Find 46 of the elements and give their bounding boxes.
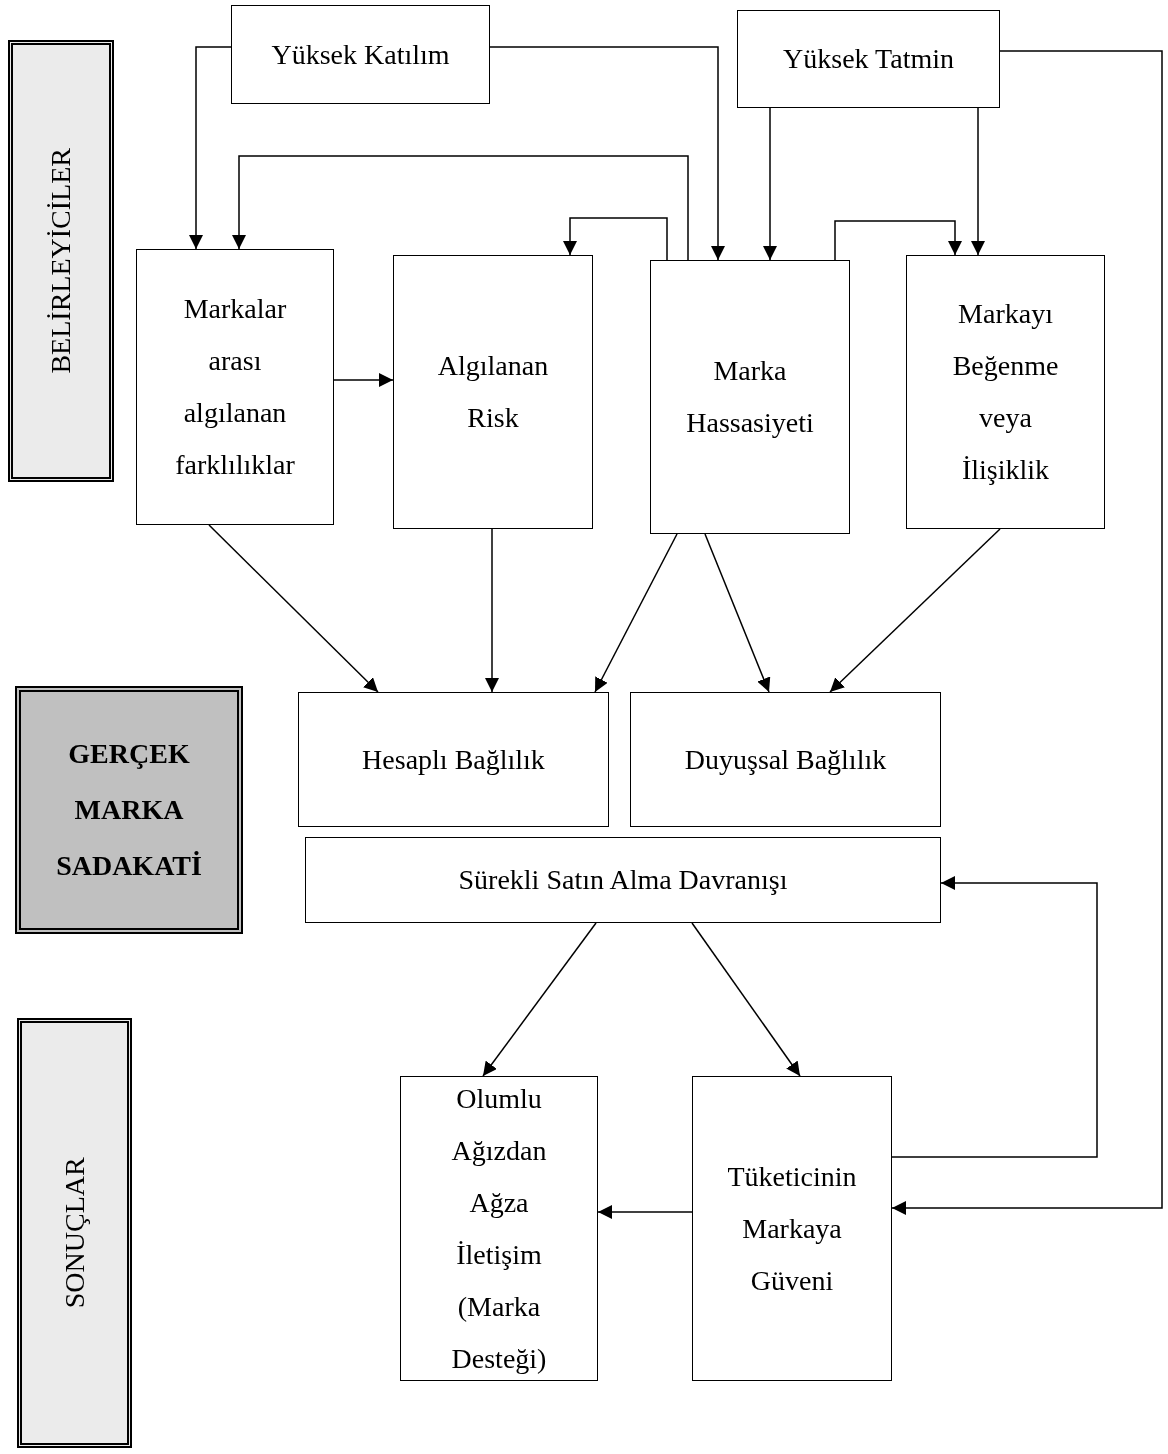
- arrow: [489, 46, 725, 261]
- node-label: Markayı Beğenme veya İlişiklik: [951, 297, 1060, 487]
- side-band: [17, 1018, 132, 1448]
- process-box: [231, 5, 490, 104]
- process-box: [650, 260, 850, 534]
- arrow: [971, 107, 985, 256]
- process-box: [692, 1076, 892, 1381]
- process-box: [136, 249, 334, 525]
- arrow: [482, 922, 597, 1077]
- process-box: [298, 692, 609, 827]
- process-box: [393, 255, 593, 529]
- node-label: Markalar arası algılanan farklılıklar: [174, 292, 296, 482]
- side-label: SONUÇLAR: [57, 1157, 91, 1309]
- side-label: BELİRLEYİCİLER: [44, 148, 78, 374]
- arrow: [208, 524, 379, 693]
- node-label: Yüksek Katılım: [271, 37, 450, 72]
- arrow: [691, 922, 801, 1077]
- arrow: [704, 533, 771, 693]
- arrow: [485, 528, 499, 693]
- arrow: [232, 155, 689, 261]
- arrow: [834, 220, 962, 261]
- node-label: GERÇEK MARKA SADAKATİ: [55, 737, 203, 883]
- arrow: [594, 533, 678, 693]
- node-label: Hesaplı Bağlılık: [362, 742, 545, 777]
- node-label: Tüketicinin Markaya Güveni: [726, 1159, 858, 1298]
- process-box: [737, 10, 1000, 108]
- arrow: [829, 528, 1001, 693]
- process-box: [305, 837, 941, 923]
- arrow: [189, 46, 232, 250]
- arrow: [563, 217, 668, 261]
- process-box: [906, 255, 1105, 529]
- node-label: Yüksek Tatmin: [783, 42, 954, 76]
- arrow: [891, 50, 1163, 1215]
- process-box: [400, 1076, 598, 1381]
- arrow: [763, 107, 777, 261]
- node-label: Algılanan Risk: [436, 349, 550, 435]
- arrow: [333, 373, 394, 387]
- node-label: Marka Hassasiyeti: [685, 354, 815, 440]
- side-band: [15, 686, 243, 934]
- node-label: Olumlu Ağızdan Ağza İletişim (Marka Desteği): [450, 1081, 548, 1376]
- arrow: [891, 876, 1098, 1158]
- side-band: [8, 40, 114, 482]
- node-label: Sürekli Satın Alma Davranışı: [458, 863, 788, 897]
- process-box: [630, 692, 941, 827]
- node-label: Duyuşsal Bağlılık: [684, 742, 887, 777]
- arrow: [597, 1205, 693, 1219]
